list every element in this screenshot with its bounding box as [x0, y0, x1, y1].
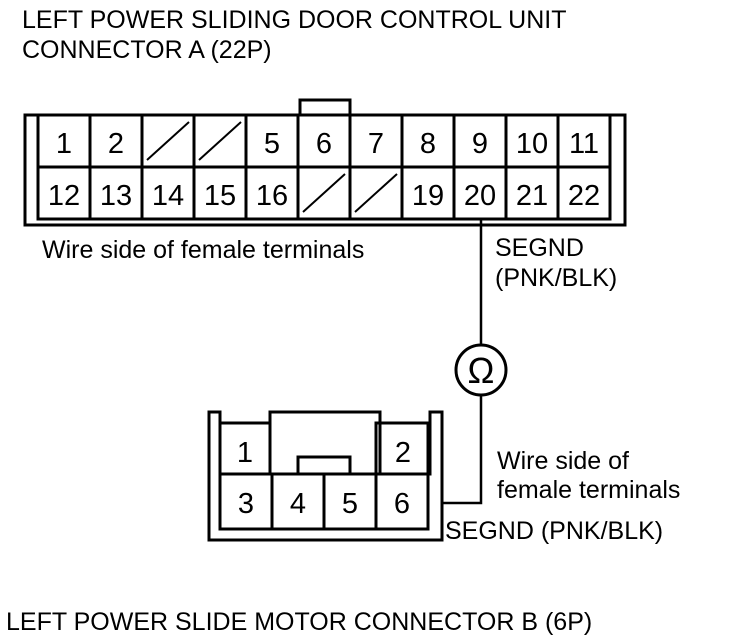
connector-a-lock-tab	[298, 98, 352, 115]
connector-a-pin-13: 13	[100, 180, 132, 212]
connector-b-cell-2	[374, 421, 430, 474]
connector-a-pin-9: 9	[472, 128, 488, 160]
connector-a-caption: Wire side of female terminals	[42, 236, 364, 264]
connector-b-pin-6: 6	[394, 488, 410, 520]
connector-a-empty-cavity	[302, 173, 346, 213]
connector-b-title: LEFT POWER SLIDE MOTOR CONNECTOR B (6P)	[6, 608, 592, 636]
connector-a-pin-7: 7	[368, 128, 384, 160]
segnd-label-b: SEGND (PNK/BLK)	[445, 517, 663, 545]
connector-b-pin-2: 2	[395, 437, 411, 469]
connector-a-empty-cavity	[198, 121, 242, 161]
diagram-title-line1: LEFT POWER SLIDING DOOR CONTROL UNIT	[22, 6, 567, 34]
diagram-title-line2: CONNECTOR A (22P)	[22, 36, 272, 64]
connector-a-pin-22: 22	[568, 180, 600, 212]
connector-b-pin-1: 1	[237, 437, 253, 469]
connector-a-pin-5: 5	[264, 128, 280, 160]
connector-a-pin-2: 2	[108, 128, 124, 160]
connector-a-pin-6: 6	[316, 128, 332, 160]
connector-b-pin-4: 4	[290, 488, 306, 520]
connector-a-pin-11: 11	[569, 128, 599, 160]
connector-b-pin-5: 5	[342, 488, 358, 520]
segnd-label-a-line2: (PNK/BLK)	[495, 264, 617, 292]
connector-b-pin-3: 3	[238, 488, 254, 520]
connector-a-pin-14: 14	[152, 180, 184, 212]
connector-b-lock-tab	[296, 455, 352, 476]
ohmmeter-symbol: Ω	[468, 350, 495, 391]
connector-a-pin-16: 16	[256, 180, 288, 212]
connector-a-pin-19: 19	[412, 180, 444, 212]
connector-b-caption-line2: female terminals	[497, 476, 680, 504]
connector-a-pin-15: 15	[204, 180, 236, 212]
segnd-label-a-line1: SEGND	[495, 234, 584, 262]
connector-a-pin-21: 21	[516, 180, 548, 212]
connector-a-housing	[23, 113, 627, 227]
connector-a-pin-20: 20	[464, 180, 496, 212]
connector-a-pin-1: 1	[56, 128, 72, 160]
segnd-wire-b	[428, 395, 483, 505]
connector-a-pin-10: 10	[516, 128, 548, 160]
connector-b-caption-line1: Wire side of	[497, 447, 629, 475]
connector-a-pin-12: 12	[48, 180, 80, 212]
connector-b-cell-1	[218, 421, 272, 474]
connector-a-pin-8: 8	[420, 128, 436, 160]
connector-b: 1 2 3 4 5 6	[207, 410, 444, 542]
connector-a-grid-lines	[38, 115, 610, 219]
connector-a-empty-cavity	[146, 121, 190, 161]
connector-a-empty-cavities	[146, 121, 398, 213]
connector-a-empty-cavity	[354, 173, 398, 213]
